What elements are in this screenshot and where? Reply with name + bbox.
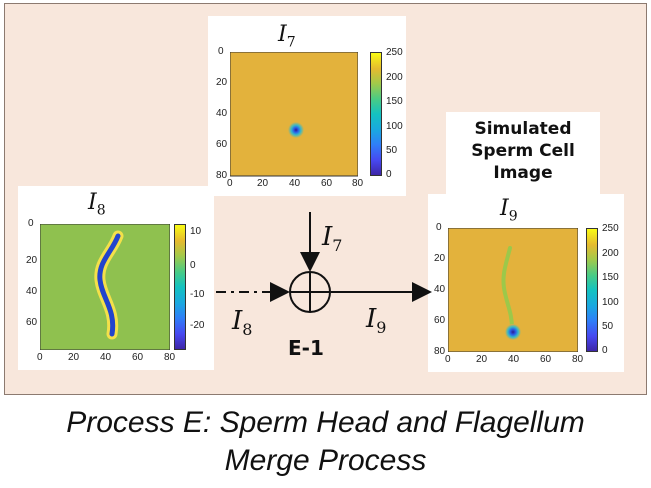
summation-node: [289, 271, 331, 313]
tick-label: 60: [434, 315, 446, 326]
plot-i8-flagellum: [97, 233, 121, 337]
colorbar-tick: -20: [190, 320, 205, 331]
tick-label: 0: [445, 354, 451, 365]
plot-i8-axes: 0 20 40 60 0 20 40 60 80: [26, 218, 175, 366]
colorbar-tick: 200: [602, 248, 619, 259]
tick-label: 0: [227, 178, 233, 189]
plot-i8-colorbar: [174, 224, 186, 350]
colorbar-tick: 150: [602, 272, 619, 283]
plot-i7-title: I7: [278, 22, 296, 51]
colorbar-tick: 250: [602, 223, 619, 234]
colorbar-tick: 0: [190, 260, 196, 271]
tick-label: 60: [26, 317, 38, 328]
operator-label: E-1: [288, 336, 324, 360]
tick-label: 60: [132, 352, 144, 363]
colorbar-tick: 0: [386, 169, 392, 180]
colorbar-tick: -10: [190, 289, 205, 300]
tick-label: 20: [257, 178, 269, 189]
colorbar-tick: 100: [386, 121, 403, 132]
simulated-label-line: Sperm Cell: [471, 141, 575, 161]
tick-label: 40: [26, 286, 38, 297]
plot-i9-axes: 0 20 40 60 80 0 20 40 60 80: [434, 222, 583, 368]
tick-label: 0: [218, 46, 224, 57]
colorbar-tick: 10: [190, 226, 202, 237]
colorbar-tick: 250: [386, 47, 403, 58]
tick-label: 60: [540, 354, 552, 365]
colorbar-tick: 200: [386, 72, 403, 83]
colorbar-tick: 50: [602, 321, 614, 332]
plot-i9: I9 0 20 40 60 80 0 20 40 60 80 250 20: [428, 194, 624, 372]
tick-label: 40: [100, 352, 112, 363]
figure-caption: Process E: Sperm Head and Flagellum Merg…: [0, 404, 651, 480]
tick-label: 40: [216, 108, 228, 119]
tick-label: 80: [572, 354, 584, 365]
plot-i7-colorbar: [370, 52, 382, 176]
edge-label-i8: I8: [232, 306, 253, 340]
colorbar-tick: 100: [602, 297, 619, 308]
simulated-label-line: Simulated: [474, 119, 572, 139]
tick-label: 20: [476, 354, 488, 365]
tick-label: 40: [289, 178, 301, 189]
tick-label: 0: [37, 352, 43, 363]
plot-i7-head-spot: [288, 122, 304, 138]
plot-i8-image: [39, 223, 171, 351]
tick-label: 80: [352, 178, 364, 189]
simulated-label-line: Image: [493, 163, 553, 183]
plot-i7-axes: 0 20 40 60 80 0 20 40 60 80: [216, 46, 363, 192]
tick-label: 80: [434, 346, 446, 357]
plot-i9-title: I9: [500, 196, 518, 225]
colorbar-tick: 150: [386, 96, 403, 107]
tick-label: 40: [508, 354, 520, 365]
tick-label: 60: [216, 139, 228, 150]
plot-i9-colorbar: [586, 228, 598, 352]
plot-i9-flagellum: [501, 246, 514, 330]
plot-i7: I7 0 20 40 60 80 0 20 40 60 80 250 200 1…: [208, 16, 406, 196]
simulated-image-label: Simulated Sperm Cell Image: [446, 112, 600, 194]
tick-label: 20: [434, 253, 446, 264]
plot-i9-image: [447, 227, 579, 353]
tick-label: 20: [216, 77, 228, 88]
plot-i9-head-spot: [505, 324, 521, 340]
colorbar-tick: 50: [386, 145, 398, 156]
tick-label: 0: [436, 222, 442, 233]
tick-label: 20: [68, 352, 80, 363]
caption-line-1: Process E: Sperm Head and Flagellum: [66, 406, 585, 439]
tick-label: 40: [434, 284, 446, 295]
tick-label: 80: [216, 170, 228, 181]
plot-i8-title: I8: [88, 190, 106, 219]
caption-line-2: Merge Process: [224, 444, 427, 477]
edge-label-i9: I9: [366, 304, 387, 338]
edge-label-i7: I7: [322, 222, 343, 256]
tick-label: 0: [28, 218, 34, 229]
tick-label: 80: [164, 352, 176, 363]
tick-label: 60: [321, 178, 333, 189]
plot-i7-image: [229, 51, 359, 177]
colorbar-tick: 0: [602, 345, 608, 356]
plot-i8: I8 0 20 40 60 0 20 40 60 80 10 0 -10 -20: [18, 186, 214, 370]
tick-label: 20: [26, 255, 38, 266]
